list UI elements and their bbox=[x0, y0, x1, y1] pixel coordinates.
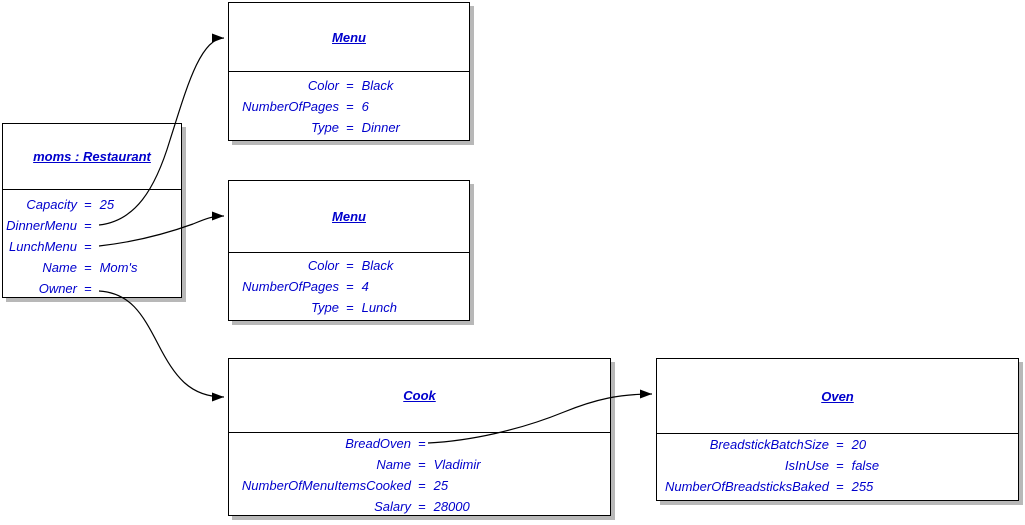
property-row-color: Color = Black bbox=[229, 255, 469, 276]
property-list: Color = Black NumberOfPages = 4 Type = L… bbox=[229, 253, 469, 318]
arrow-owner-to-cook[interactable] bbox=[98, 290, 225, 402]
property-value: 255 bbox=[851, 479, 874, 494]
object-title: Menu bbox=[332, 29, 366, 45]
property-row-type: Type = Lunch bbox=[229, 297, 469, 318]
equals-sign: = bbox=[84, 197, 92, 212]
property-value: 25 bbox=[99, 197, 115, 212]
property-value: 4 bbox=[361, 279, 369, 294]
equals-sign: = bbox=[84, 281, 92, 296]
object-title: Oven bbox=[821, 388, 854, 404]
property-row-owner: Owner = bbox=[3, 278, 181, 299]
object-box-menu-lunch[interactable]: Menu Color = Black NumberOfPages = 4 Typ… bbox=[228, 180, 470, 321]
property-list: BreadstickBatchSize = 20 IsInUse = false… bbox=[657, 434, 1018, 497]
property-name: LunchMenu bbox=[9, 239, 77, 254]
object-header: Cook bbox=[229, 359, 610, 433]
property-name: NumberOfMenuItemsCooked bbox=[241, 478, 411, 493]
object-box-cook[interactable]: Cook BreadOven = Name = Vladimir NumberO… bbox=[228, 358, 611, 516]
object-title: Menu bbox=[332, 209, 366, 224]
equals-sign: = bbox=[346, 99, 354, 114]
object-header: moms : Restaurant bbox=[3, 124, 181, 190]
property-value: Lunch bbox=[361, 300, 398, 315]
property-row-numberofmenuitemscooked: NumberOfMenuItemsCooked = 25 bbox=[229, 475, 610, 496]
equals-sign: = bbox=[346, 258, 354, 273]
property-value: Mom's bbox=[99, 260, 138, 275]
property-name: DinnerMenu bbox=[6, 218, 77, 233]
property-name: Type bbox=[311, 300, 339, 315]
property-value: 20 bbox=[851, 437, 867, 452]
property-row-name: Name = Vladimir bbox=[229, 454, 610, 475]
object-header: Menu bbox=[229, 3, 469, 72]
property-name: BreadstickBatchSize bbox=[709, 437, 829, 452]
equals-sign: = bbox=[836, 437, 844, 452]
object-header: Menu bbox=[229, 181, 469, 253]
property-row-numberofpages: NumberOfPages = 4 bbox=[229, 276, 469, 297]
equals-sign: = bbox=[836, 479, 844, 494]
property-row-salary: Salary = 28000 bbox=[229, 496, 610, 517]
property-row-isinuse: IsInUse = false bbox=[657, 455, 1018, 476]
equals-sign: = bbox=[418, 499, 426, 514]
property-value: Black bbox=[361, 78, 394, 93]
property-list: Color = Black NumberOfPages = 6 Type = D… bbox=[229, 72, 469, 138]
property-name: NumberOfBreadsticksBaked bbox=[664, 479, 829, 494]
property-row-name: Name = Mom's bbox=[3, 257, 181, 278]
equals-sign: = bbox=[346, 120, 354, 135]
property-row-numberofbreadsticksbaked: NumberOfBreadsticksBaked = 255 bbox=[657, 476, 1018, 497]
property-name: Owner bbox=[38, 281, 77, 296]
property-name: Capacity bbox=[26, 197, 77, 212]
property-value: Vladimir bbox=[433, 457, 481, 472]
equals-sign: = bbox=[346, 279, 354, 294]
equals-sign: = bbox=[418, 478, 426, 493]
property-value: 25 bbox=[433, 478, 449, 493]
property-list: BreadOven = Name = Vladimir NumberOfMenu… bbox=[229, 433, 610, 517]
property-row-type: Type = Dinner bbox=[229, 117, 469, 138]
object-header: Oven bbox=[657, 359, 1018, 434]
object-box-oven[interactable]: Oven BreadstickBatchSize = 20 IsInUse = … bbox=[656, 358, 1019, 501]
equals-sign: = bbox=[84, 260, 92, 275]
property-name: Color bbox=[307, 78, 339, 93]
property-name: Color bbox=[307, 258, 339, 273]
property-row-breadoven: BreadOven = bbox=[229, 433, 610, 454]
arrow-breadoven-to-oven[interactable] bbox=[427, 389, 653, 444]
property-name: Name bbox=[42, 260, 77, 275]
property-name: Salary bbox=[374, 499, 411, 514]
object-box-restaurant[interactable]: moms : Restaurant Capacity = 25 DinnerMe… bbox=[2, 123, 182, 298]
property-name: NumberOfPages bbox=[242, 99, 339, 114]
arrow-dinnermenu-to-menu-dinner[interactable] bbox=[98, 33, 225, 226]
property-list: Capacity = 25 DinnerMenu = LunchMenu = N… bbox=[3, 190, 181, 299]
property-row-color: Color = Black bbox=[229, 75, 469, 96]
equals-sign: = bbox=[84, 239, 92, 254]
property-row-breadstickbatchsize: BreadstickBatchSize = 20 bbox=[657, 434, 1018, 455]
object-box-menu-dinner[interactable]: Menu Color = Black NumberOfPages = 6 Typ… bbox=[228, 2, 470, 141]
equals-sign: = bbox=[84, 218, 92, 233]
property-name: Type bbox=[311, 120, 339, 135]
arrow-lunchmenu-to-menu-lunch[interactable] bbox=[98, 211, 225, 247]
equals-sign: = bbox=[346, 78, 354, 93]
property-row-numberofpages: NumberOfPages = 6 bbox=[229, 96, 469, 117]
property-row-capacity: Capacity = 25 bbox=[3, 194, 181, 215]
property-value: false bbox=[851, 458, 880, 473]
equals-sign: = bbox=[418, 436, 426, 451]
property-name: Name bbox=[376, 457, 411, 472]
equals-sign: = bbox=[346, 300, 354, 315]
property-value: Black bbox=[361, 258, 394, 273]
object-title: Cook bbox=[403, 388, 436, 403]
property-row-lunchmenu: LunchMenu = bbox=[3, 236, 181, 257]
object-title: moms : Restaurant bbox=[33, 149, 151, 164]
equals-sign: = bbox=[418, 457, 426, 472]
property-value: 6 bbox=[361, 99, 369, 114]
property-name: IsInUse bbox=[784, 458, 829, 473]
property-value: 28000 bbox=[433, 499, 470, 514]
property-row-dinnermenu: DinnerMenu = bbox=[3, 215, 181, 236]
equals-sign: = bbox=[836, 458, 844, 473]
property-name: BreadOven bbox=[345, 436, 411, 451]
property-name: NumberOfPages bbox=[242, 279, 339, 294]
property-value: Dinner bbox=[361, 120, 400, 135]
